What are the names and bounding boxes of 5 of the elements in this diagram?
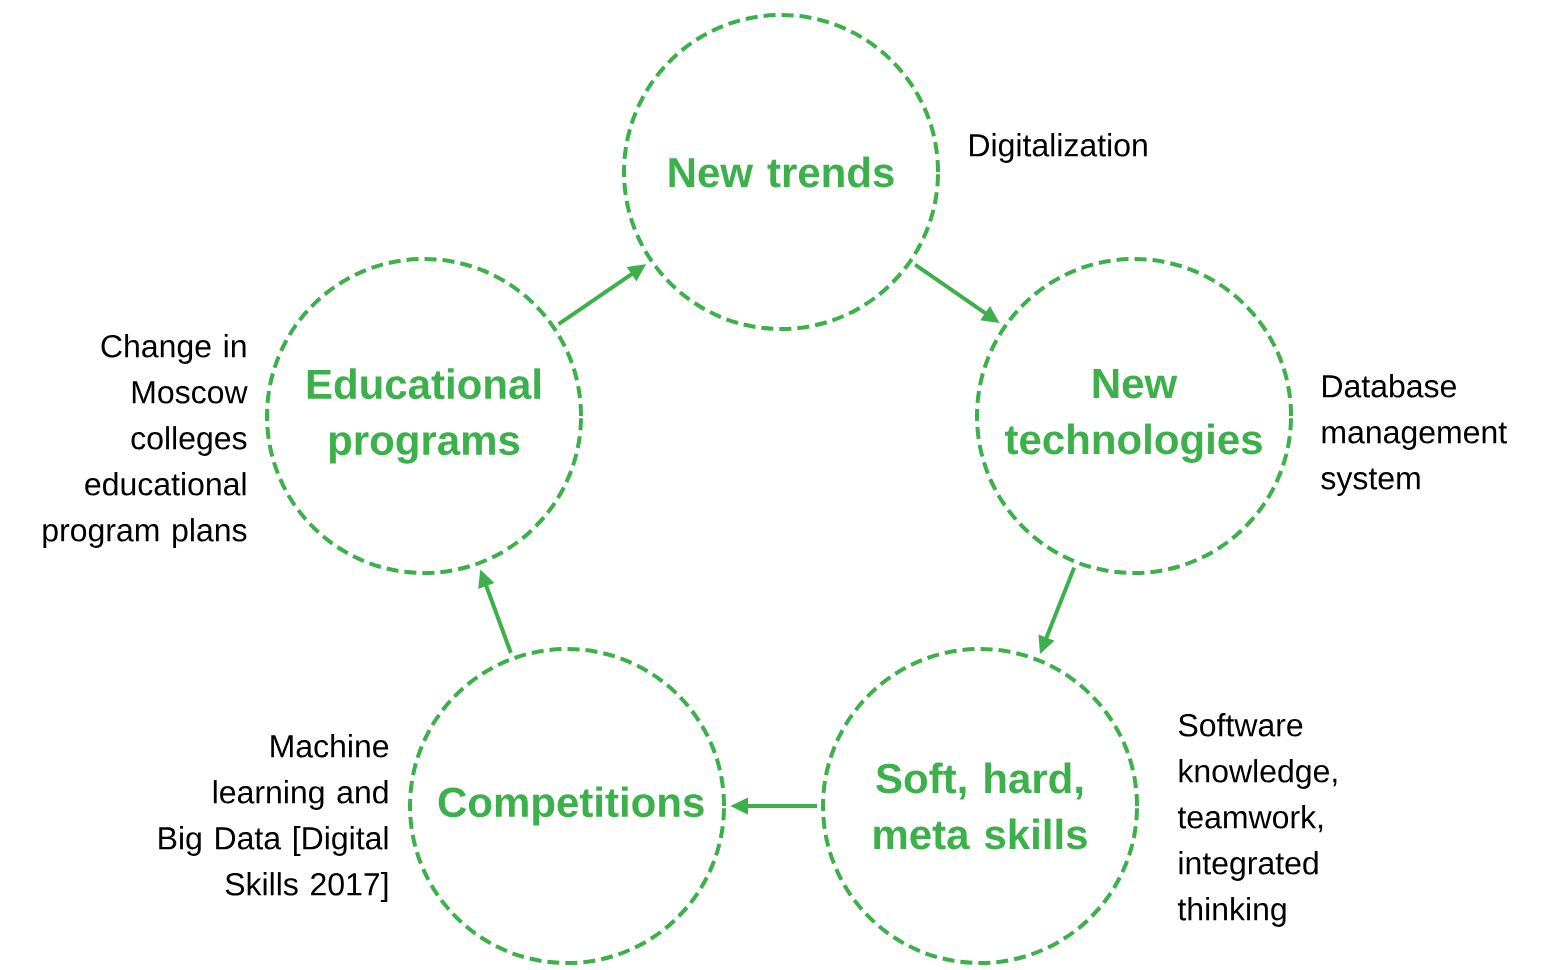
annotation-text: Database management system [1321,374,1507,496]
annotation-text: Software knowledge, teamwork, integrated thinking [1177,713,1337,927]
annotation-text: Change in Moscow colleges educational program plans [43,334,248,548]
annotation-text: Machine learning and Big Data [Digital Skills 2017] [159,734,389,902]
annotation-text: Digitalization [970,133,1147,163]
